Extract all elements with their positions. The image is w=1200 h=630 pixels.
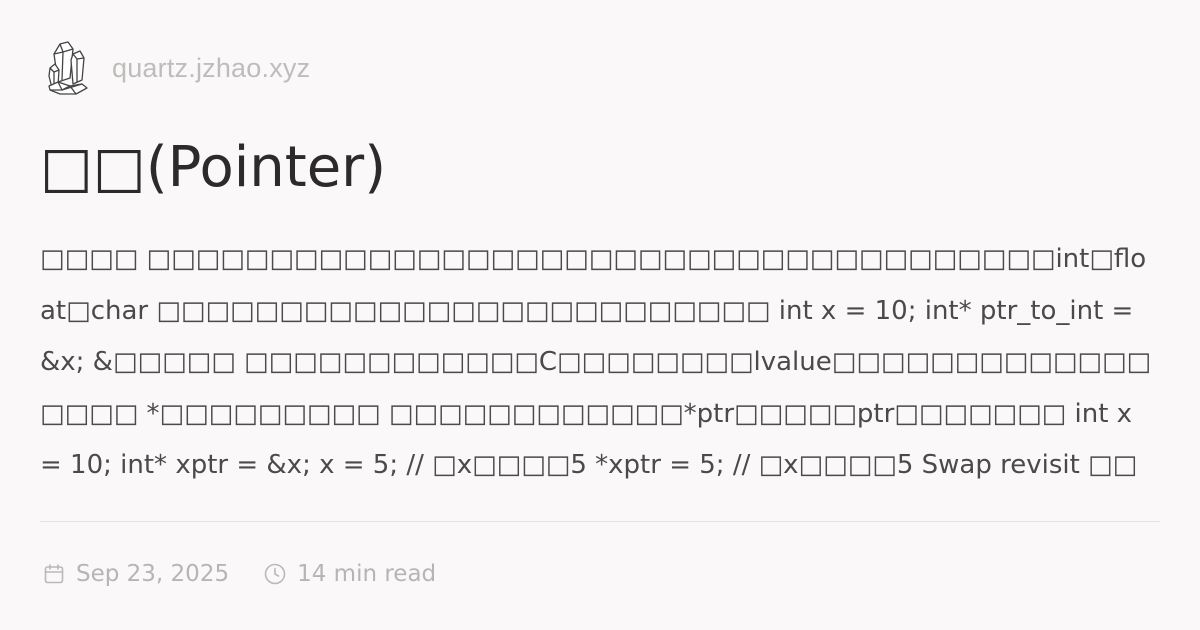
page-excerpt: □□□□ □□□□□□□□□□□□□□□□□□□□□□□□□□□□□□□□□□□… xyxy=(40,244,1152,480)
date-meta: Sep 23, 2025 xyxy=(42,561,229,587)
page-title: □□(Pointer) xyxy=(40,135,387,200)
reading-time-meta: 14 min read xyxy=(263,561,436,587)
crystal-logo-icon[interactable] xyxy=(46,40,90,96)
publish-date: Sep 23, 2025 xyxy=(76,561,230,587)
reading-time: 14 min read xyxy=(297,561,437,587)
divider xyxy=(40,521,1160,522)
calendar-icon xyxy=(44,564,64,584)
site-header: quartz.jzhao.xyz xyxy=(46,40,310,96)
clock-icon xyxy=(264,563,286,585)
site-name[interactable]: quartz.jzhao.xyz xyxy=(112,52,311,83)
page-meta: Sep 23, 2025 14 min read xyxy=(42,556,436,592)
